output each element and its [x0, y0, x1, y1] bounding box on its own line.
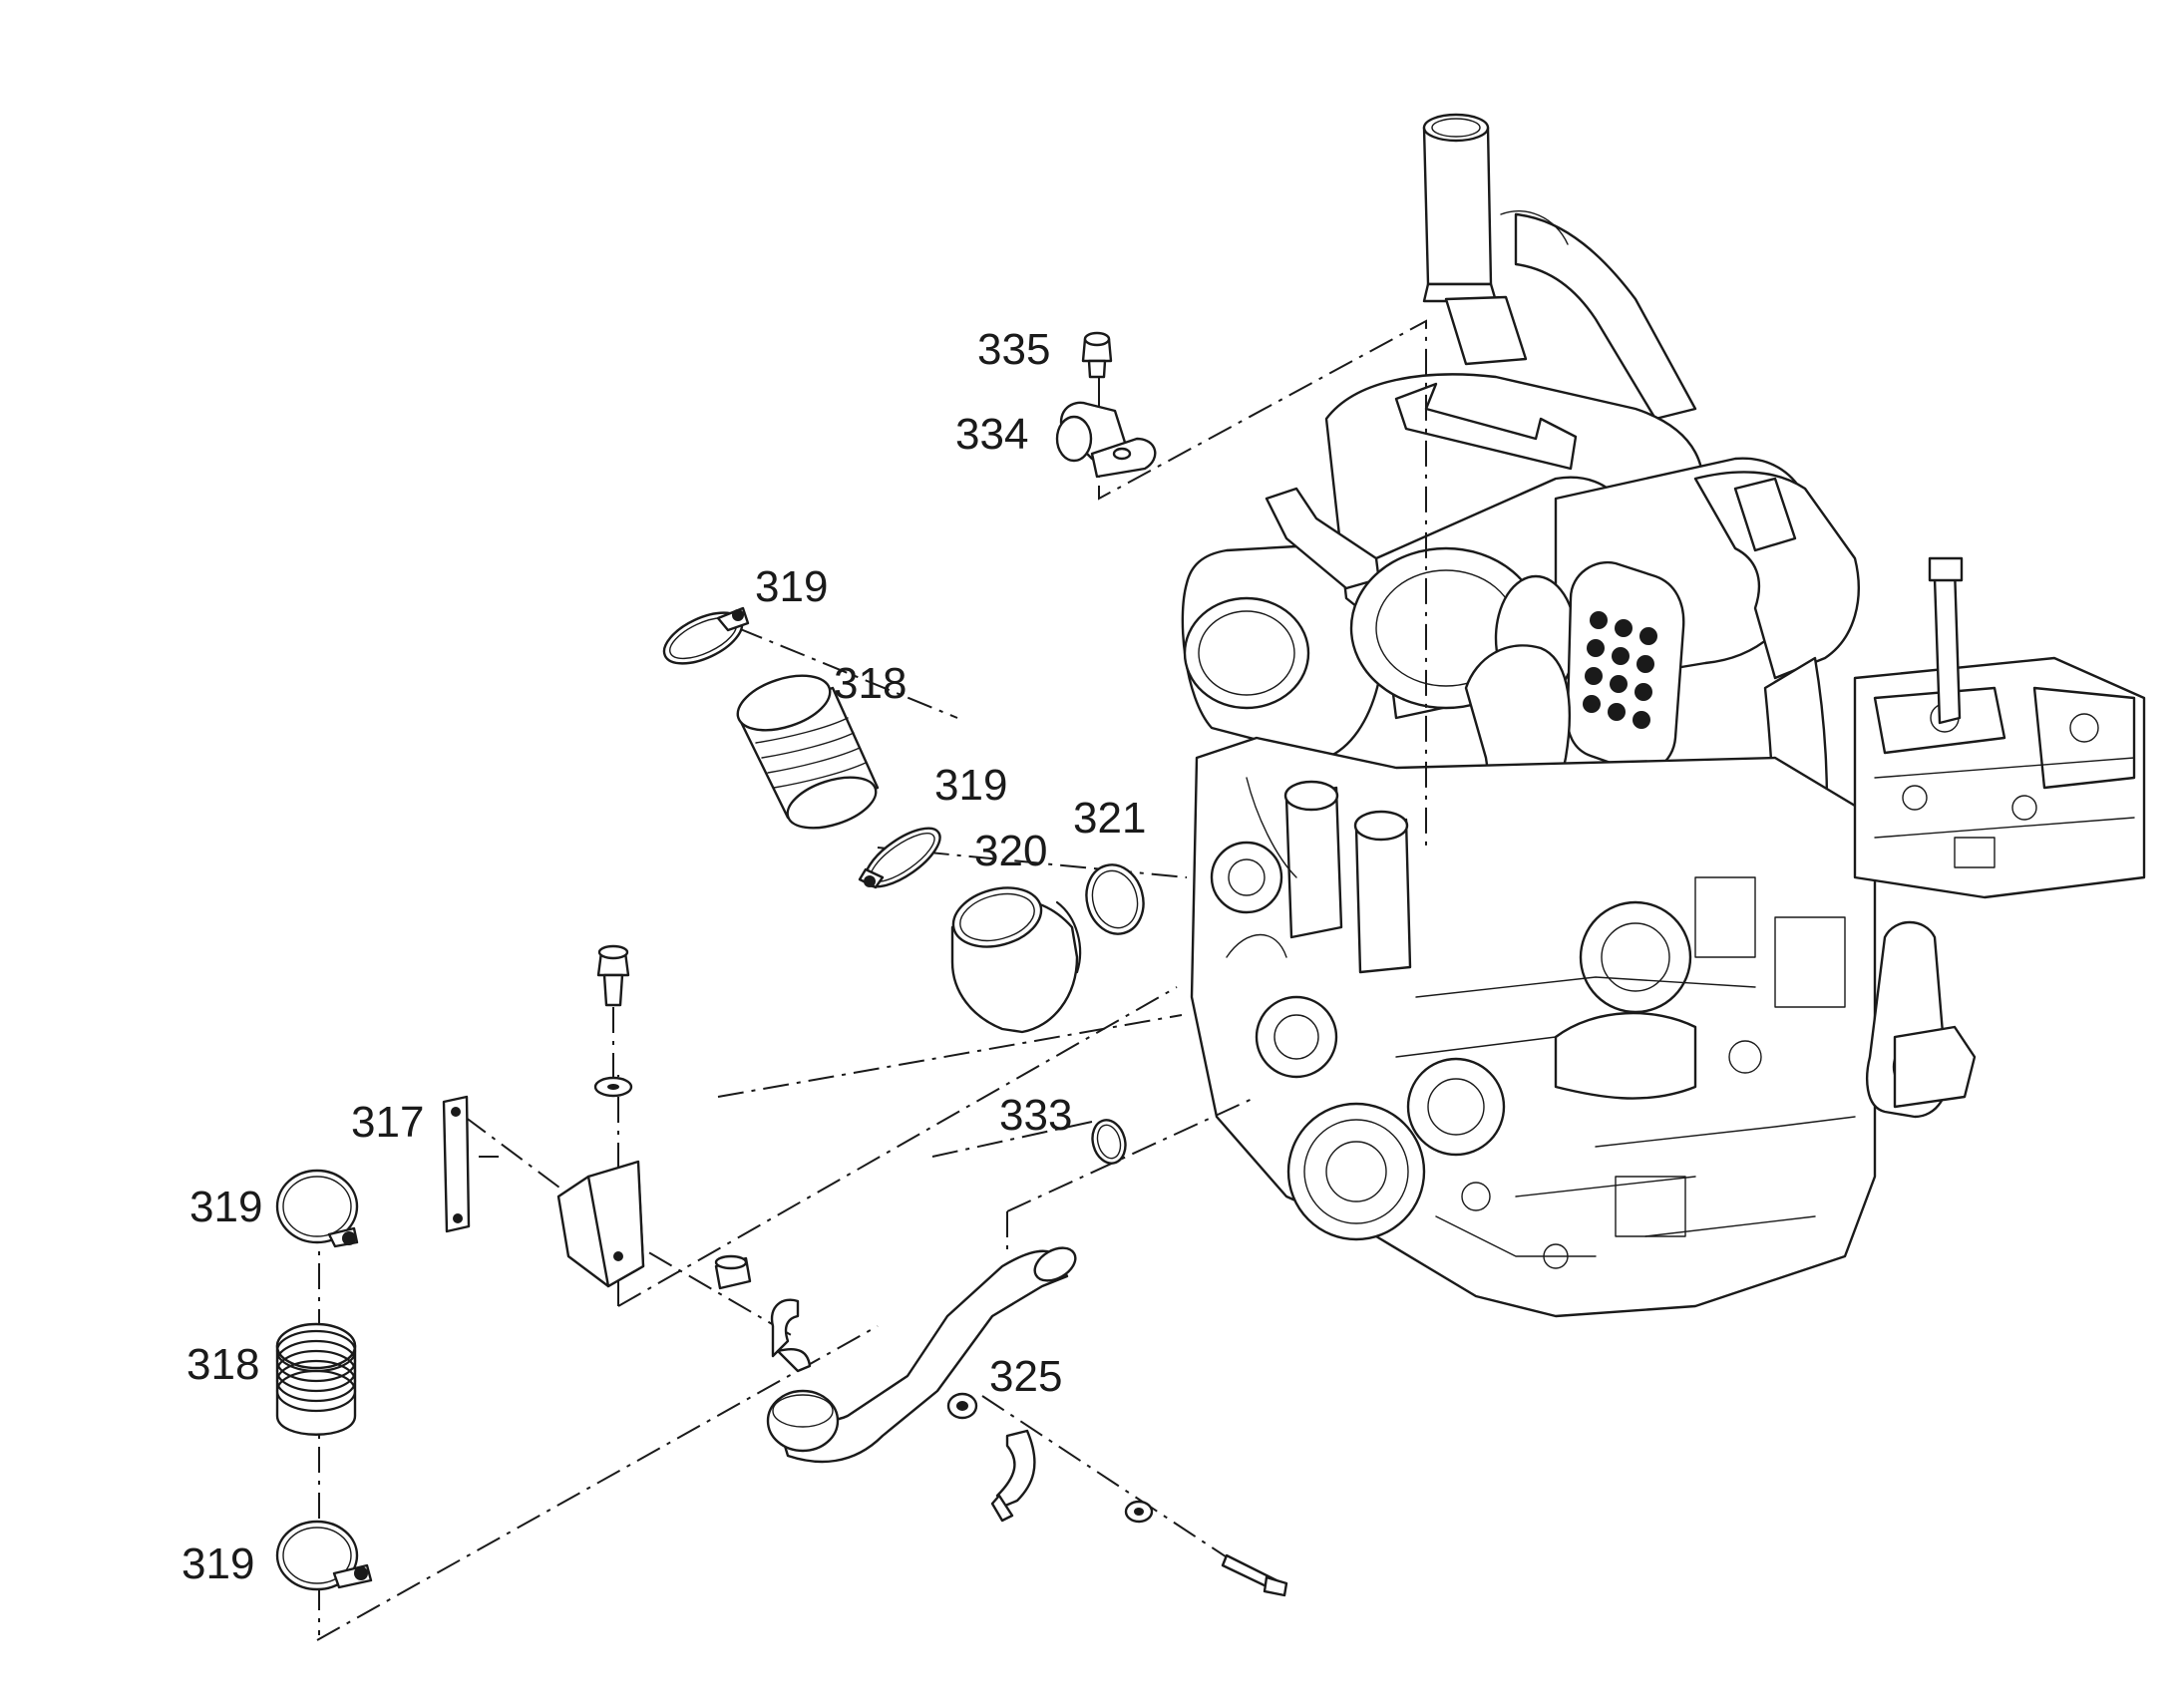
part-320-elbow [950, 886, 1082, 1034]
callout-318-upper: 318 [834, 659, 907, 708]
engine-assembly [1181, 113, 2146, 1318]
part-317-bracket-bar [442, 1095, 471, 1233]
part-318-hose-upper [736, 674, 880, 830]
callout-318-left: 318 [186, 1340, 259, 1389]
part-333-o-ring [1091, 1119, 1127, 1165]
callout-335: 335 [977, 325, 1050, 374]
callout-319-left-bottom: 319 [182, 1539, 254, 1588]
callout-317: 317 [351, 1098, 424, 1147]
part-318-bellows-left [275, 1322, 357, 1436]
callout-334: 334 [955, 410, 1028, 459]
part-335-bolt [1081, 331, 1113, 379]
callout-325: 325 [989, 1352, 1062, 1401]
part-tube-clamp-lower [990, 1429, 1288, 1597]
part-319-hose-clamp-left-bottom [275, 1520, 373, 1591]
callout-319-upper: 319 [755, 562, 828, 611]
callout-labels: 335 334 319 318 319 320 321 317 333 319 … [182, 325, 1146, 1588]
part-321-o-ring [1085, 863, 1145, 935]
callout-320: 320 [974, 827, 1047, 875]
part-319-hose-clamp-left-top [275, 1169, 359, 1248]
part-325-seal-washer [946, 1392, 978, 1420]
callout-319-left-top: 319 [189, 1183, 262, 1231]
callout-333: 333 [999, 1091, 1072, 1140]
part-319-hose-clamp-middle [858, 827, 941, 889]
part-mount-bracket [556, 1160, 645, 1288]
part-mount-bolt [593, 944, 633, 1098]
part-319-hose-clamp-upper [662, 606, 750, 665]
callout-321: 321 [1073, 794, 1146, 843]
part-coolant-tube [714, 1246, 1077, 1464]
part-334-clamp [1055, 401, 1157, 479]
callout-319-middle: 319 [934, 761, 1007, 810]
